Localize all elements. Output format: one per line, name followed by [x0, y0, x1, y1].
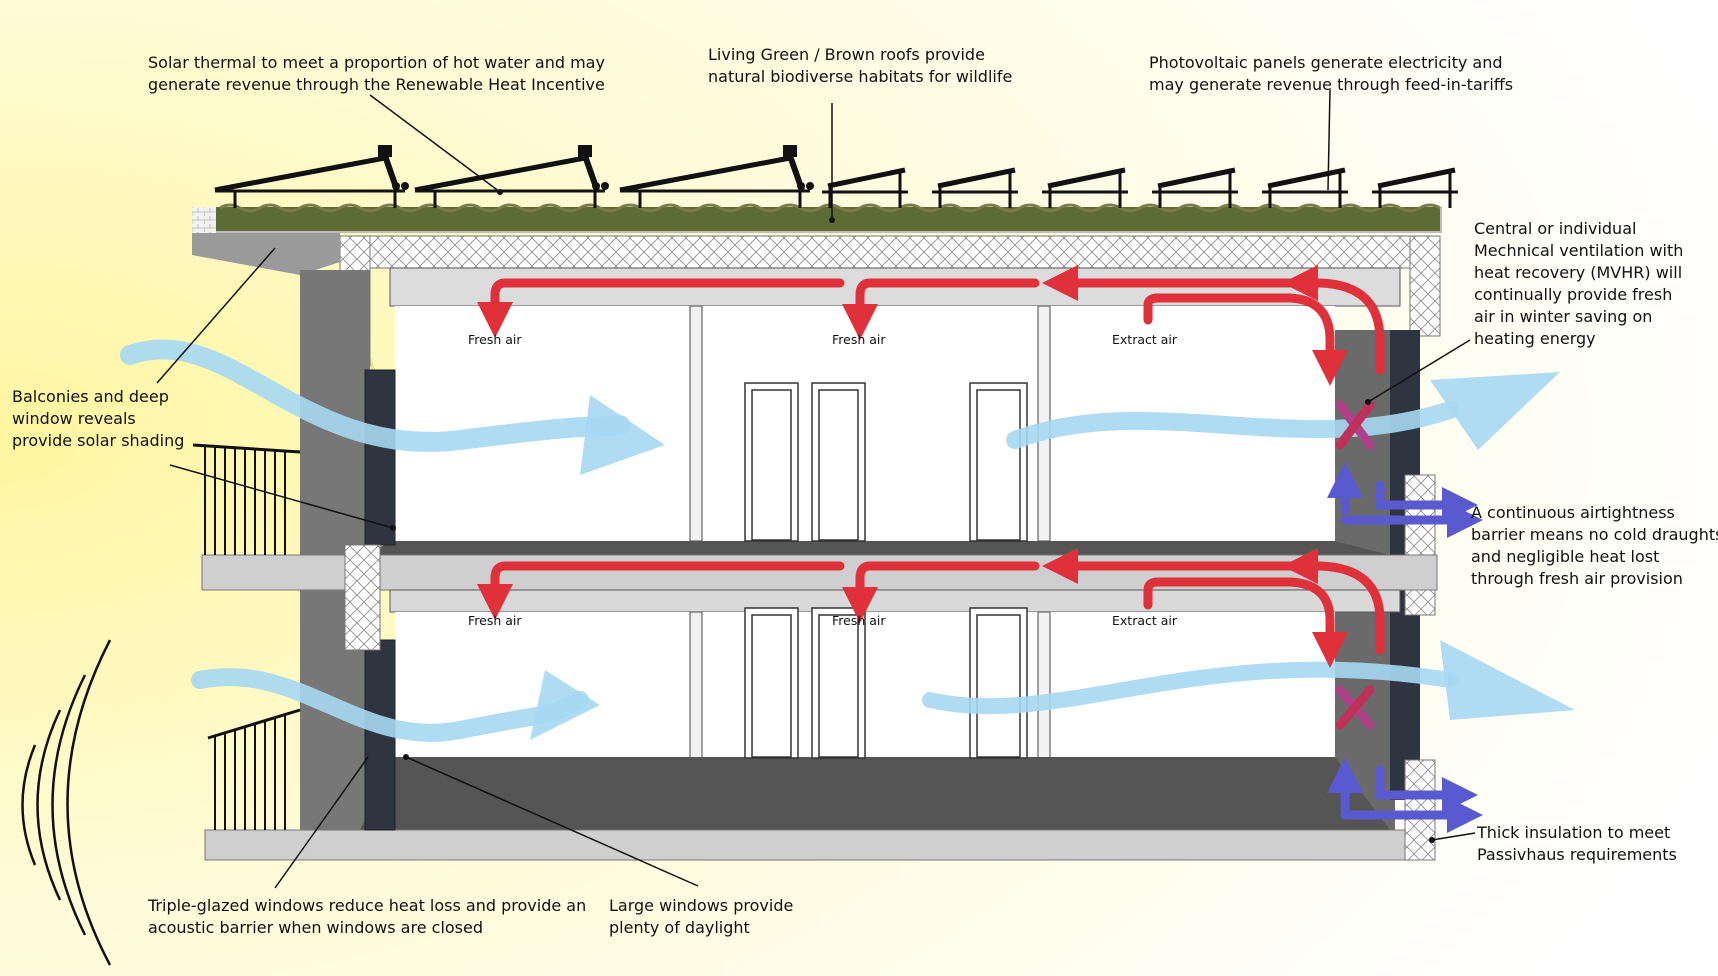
annotation-line: Central or individual — [1474, 219, 1637, 238]
annotation-line: window reveals — [12, 409, 136, 428]
doors-lower — [744, 607, 1028, 759]
annotation-solar-thermal: Solar thermal to meet a proportion of ho… — [148, 52, 605, 96]
balcony-upper — [192, 443, 301, 555]
annotation-line: continually provide fresh — [1474, 285, 1673, 304]
extract-air-ducts — [1327, 462, 1483, 833]
leader-lines — [156, 89, 1476, 889]
annotation-line: provide solar shading — [12, 431, 185, 450]
annotation-line: Living Green / Brown roofs provide — [708, 45, 985, 64]
annotation-line: Passivhaus requirements — [1477, 845, 1677, 864]
wall-insulation-mid-left — [344, 544, 381, 651]
annotation-large-windows: Large windows provide plenty of daylight — [609, 895, 793, 939]
roof-overhang — [192, 233, 340, 275]
annotation-triple-glazed: Triple-glazed windows reduce heat loss a… — [148, 895, 586, 939]
annotation-line: generate revenue through the Renewable H… — [148, 75, 605, 94]
balcony-lower — [207, 708, 301, 830]
annotation-line: natural biodiverse habitats for wildlife — [708, 67, 1013, 86]
sound-wave-icons — [21, 639, 112, 966]
photovoltaic-panels — [822, 167, 1458, 208]
upper-floor — [360, 541, 1390, 555]
room-label-lower-3: Extract air — [1112, 613, 1178, 628]
annotation-line: heating energy — [1474, 329, 1596, 348]
right-insulation-mid — [1404, 474, 1436, 616]
annotation-insulation: Thick insulation to meet Passivhaus requ… — [1477, 822, 1677, 866]
annotation-line: may generate revenue through feed-in-tar… — [1149, 75, 1514, 94]
annotation-airtightness: A continuous airtightness barrier means … — [1471, 502, 1718, 590]
room-label-upper-2: Fresh air — [832, 332, 886, 347]
annotation-line: heat recovery (MVHR) will — [1474, 263, 1683, 282]
room-label-lower-1: Fresh air — [468, 613, 522, 628]
room-label-upper-3: Extract air — [1112, 332, 1178, 347]
annotation-mvhr: Central or individual Mechnical ventilat… — [1474, 218, 1683, 350]
window-upper-left — [364, 369, 396, 546]
annotation-line: barrier means no cold draughts — [1471, 525, 1718, 544]
annotation-line: air in winter saving on — [1474, 307, 1653, 326]
leader-dots — [390, 189, 1435, 843]
annotation-line: Triple-glazed windows reduce heat loss a… — [148, 896, 587, 915]
annotation-line: and negligible heat lost — [1471, 547, 1660, 566]
doors-upper — [744, 382, 1028, 542]
ground-slab — [204, 829, 1406, 861]
annotation-line: Thick insulation to meet — [1477, 823, 1671, 842]
annotation-green-roofs: Living Green / Brown roofs provide natur… — [708, 44, 1012, 88]
annotation-line: Large windows provide — [609, 896, 794, 915]
solar-thermal-collectors — [214, 145, 814, 208]
annotation-line: A continuous airtightness — [1471, 503, 1675, 522]
right-insulation-bottom — [1404, 759, 1436, 861]
green-roof — [215, 207, 1440, 231]
annotation-photovoltaic: Photovoltaic panels generate electricity… — [1149, 52, 1513, 96]
roof-insulation — [339, 235, 1441, 269]
annotation-line: Balconies and deep — [12, 387, 169, 406]
annotation-line: Photovoltaic panels generate electricity… — [1149, 53, 1503, 72]
lower-floor — [360, 757, 1390, 830]
room-label-lower-2: Fresh air — [832, 613, 886, 628]
annotation-line: Mechnical ventilation with — [1474, 241, 1684, 260]
upper-partition-1 — [689, 305, 703, 542]
fresh-air-ducts — [477, 265, 1385, 668]
lower-ceiling — [389, 589, 1401, 613]
annotation-line: Solar thermal to meet a proportion of ho… — [148, 53, 605, 72]
breeze-heads — [530, 372, 1575, 740]
mvhr-heat-exchanger — [1335, 400, 1375, 730]
annotation-line: through fresh air provision — [1471, 569, 1683, 588]
annotation-balconies: Balconies and deep window reveals provid… — [12, 386, 184, 452]
wall-insulation-upper-right — [1409, 235, 1441, 337]
room-label-upper-1: Fresh air — [468, 332, 522, 347]
annotation-line: plenty of daylight — [609, 918, 750, 937]
annotation-line: acoustic barrier when windows are closed — [148, 918, 484, 937]
